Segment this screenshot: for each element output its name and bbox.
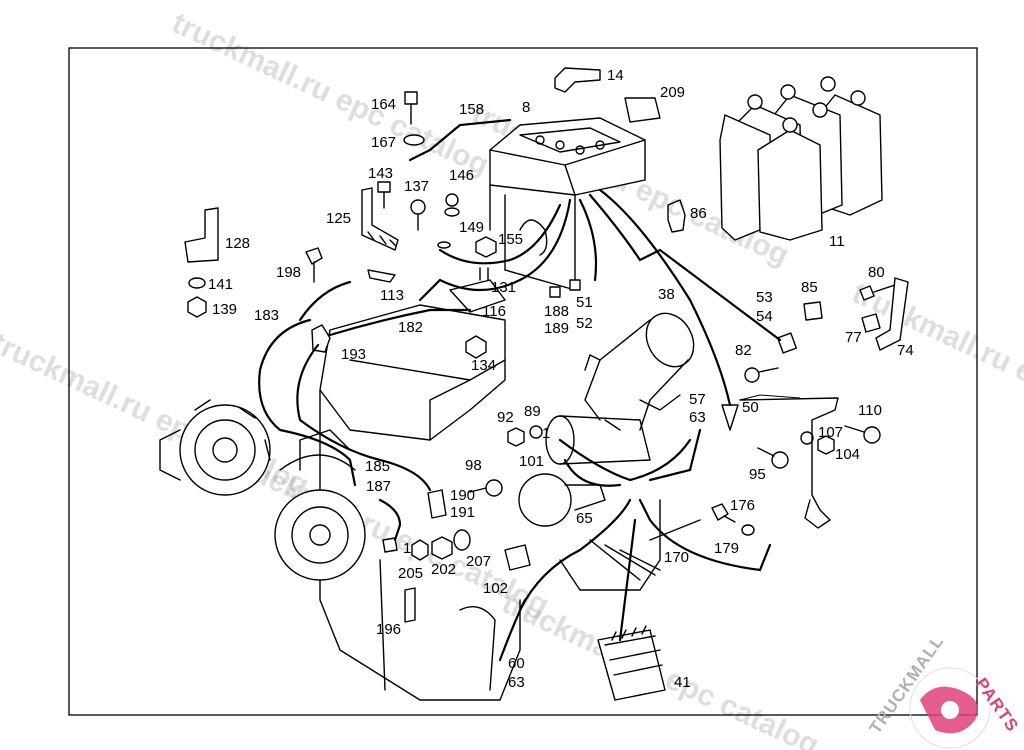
callout-label: 38: [658, 286, 675, 303]
callout-label: 11: [829, 233, 845, 250]
callout-label: 85: [801, 279, 818, 296]
callout-label: 8: [522, 99, 530, 116]
callout-label: 92: [497, 409, 514, 426]
callout-label: 146: [449, 167, 474, 184]
callout-label: 113: [380, 287, 404, 304]
intake-hose: [584, 312, 695, 431]
callout-label: 158: [459, 101, 484, 118]
callout-label: 82: [735, 342, 752, 359]
callout-label: 183: [254, 307, 279, 324]
watermark-text: truckmall.ru epc catalog: [497, 586, 824, 750]
callout-label: 176: [730, 497, 755, 514]
logo-text: PARTS: [972, 674, 1023, 735]
callout-labels: 14 209 8 158 164 167 11 143 137 146 125 …: [208, 67, 914, 691]
callout-label: 139: [212, 301, 237, 318]
callout-label: 149: [459, 219, 484, 236]
callout-label: 167: [371, 134, 396, 151]
callout-label: 50: [742, 399, 759, 416]
callout-label: 198: [276, 264, 301, 281]
callout-label: 107: [818, 424, 843, 441]
callout-label: 187: [366, 478, 391, 495]
callout-label: 110: [858, 402, 882, 419]
callout-label: 134: [471, 357, 496, 374]
callout-label: 77: [845, 329, 862, 346]
callout-label: 164: [371, 96, 396, 113]
callout-label: 137: [404, 178, 429, 195]
callout-label: 141: [208, 276, 233, 293]
callout-label: 102: [483, 580, 508, 597]
callout-label: 185: [365, 458, 390, 475]
callout-label: 207: [466, 553, 491, 570]
callout-label: 128: [225, 235, 250, 252]
callout-label: 104: [835, 446, 860, 463]
callout-label: 57: [689, 391, 706, 408]
callout-label: 125: [326, 210, 351, 227]
alternator: [159, 399, 271, 496]
engine-block: [319, 304, 701, 701]
callout-label: 190: [450, 487, 475, 504]
callout-label: 188: [544, 303, 569, 320]
callout-label: 1: [403, 540, 411, 557]
callout-label: 131: [491, 279, 516, 296]
callout-label: 98: [465, 457, 482, 474]
callout-label: 191: [450, 504, 475, 521]
callout-label: 116: [482, 303, 506, 320]
callout-label: 41: [674, 674, 691, 691]
battery: [489, 117, 646, 291]
callout-label: 143: [368, 165, 393, 182]
callout-label: 202: [431, 561, 456, 578]
callout-label: 179: [714, 540, 739, 557]
callout-label: 155: [498, 231, 523, 248]
callout-label: 196: [376, 621, 401, 638]
callout-label: 193: [341, 346, 366, 363]
callout-label: 205: [398, 565, 423, 582]
callout-label: 189: [544, 320, 569, 337]
callout-label: 51: [576, 294, 593, 311]
callout-label: 74: [897, 342, 914, 359]
callout-label: 54: [756, 308, 773, 325]
wiring-harness: [258, 118, 801, 662]
callout-label: 63: [689, 409, 706, 426]
battery-cells: [719, 76, 883, 241]
truckmall-logo: TRUCKMALL PARTS: [866, 632, 1023, 749]
callout-label: 182: [398, 319, 423, 336]
callout-label: 209: [660, 84, 685, 101]
callout-label: 63: [508, 674, 525, 691]
callout-label: 14: [607, 67, 624, 84]
pulley-assembly: [274, 429, 366, 581]
callout-label: 95: [749, 466, 766, 483]
drawing-frame: [68, 47, 978, 716]
callout-label: 80: [868, 264, 885, 281]
callout-label: 60: [508, 655, 525, 672]
callout-label: 170: [664, 549, 689, 566]
callout-label: 89: [524, 403, 541, 420]
callout-label: 86: [690, 205, 707, 222]
hardware-parts: [184, 67, 909, 701]
callout-label: 101: [519, 453, 544, 470]
callout-label: 1: [542, 425, 550, 442]
callout-label: 53: [756, 289, 773, 306]
watermark-text: truckmall.ru epc catalog: [167, 6, 494, 182]
callout-label: 52: [576, 315, 593, 332]
callout-label: 65: [576, 510, 593, 527]
